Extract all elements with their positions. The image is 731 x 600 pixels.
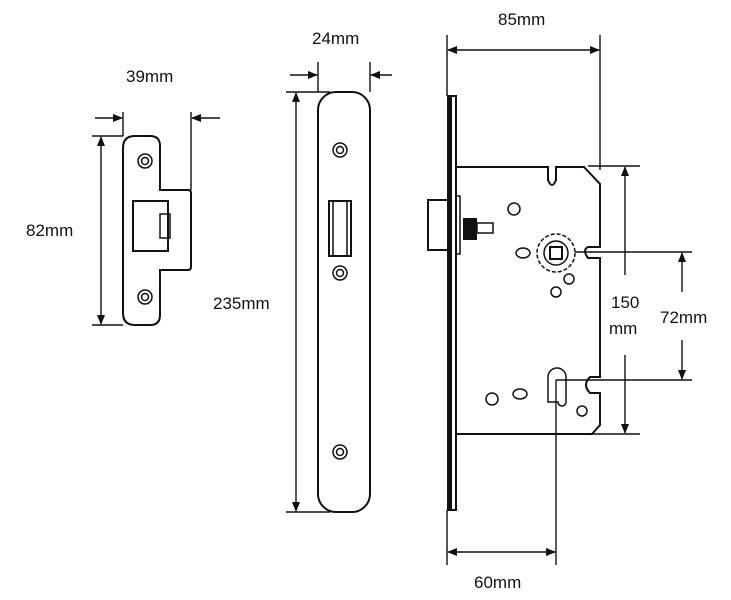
backset-label: 60mm: [474, 573, 521, 592]
faceplate-height-dimension: 235mm: [213, 91, 330, 513]
strike-width-label: 39mm: [126, 67, 173, 86]
strike-width-dimension: 39mm: [95, 67, 220, 190]
centre-distance-label: 72mm: [660, 308, 707, 327]
centre-distance-dimension: 72mm: [556, 251, 707, 381]
strike-height-dimension: 82mm: [26, 135, 123, 326]
strike-height-label: 82mm: [26, 221, 73, 240]
strike-plate: [122, 135, 192, 326]
lock-height-value: 150: [611, 293, 639, 312]
spindle-square: [549, 246, 563, 260]
faceplate-width-label: 24mm: [312, 29, 359, 48]
lock-depth-label: 85mm: [498, 10, 545, 29]
faceplate-width-dimension: 24mm: [290, 29, 392, 92]
lock-body: [427, 95, 601, 511]
lock-height-dimension: 150 mm: [560, 165, 640, 435]
faceplate-height-label: 235mm: [213, 294, 270, 313]
cylinder-keyhole: [547, 367, 567, 407]
latch-mechanism: [463, 218, 477, 240]
faceplate: [317, 91, 371, 513]
spindle-hub: [536, 233, 576, 273]
lock-height-unit: mm: [609, 319, 637, 338]
backset-dimension: 60mm: [446, 380, 557, 592]
lock-depth-dimension: 85mm: [446, 10, 601, 170]
